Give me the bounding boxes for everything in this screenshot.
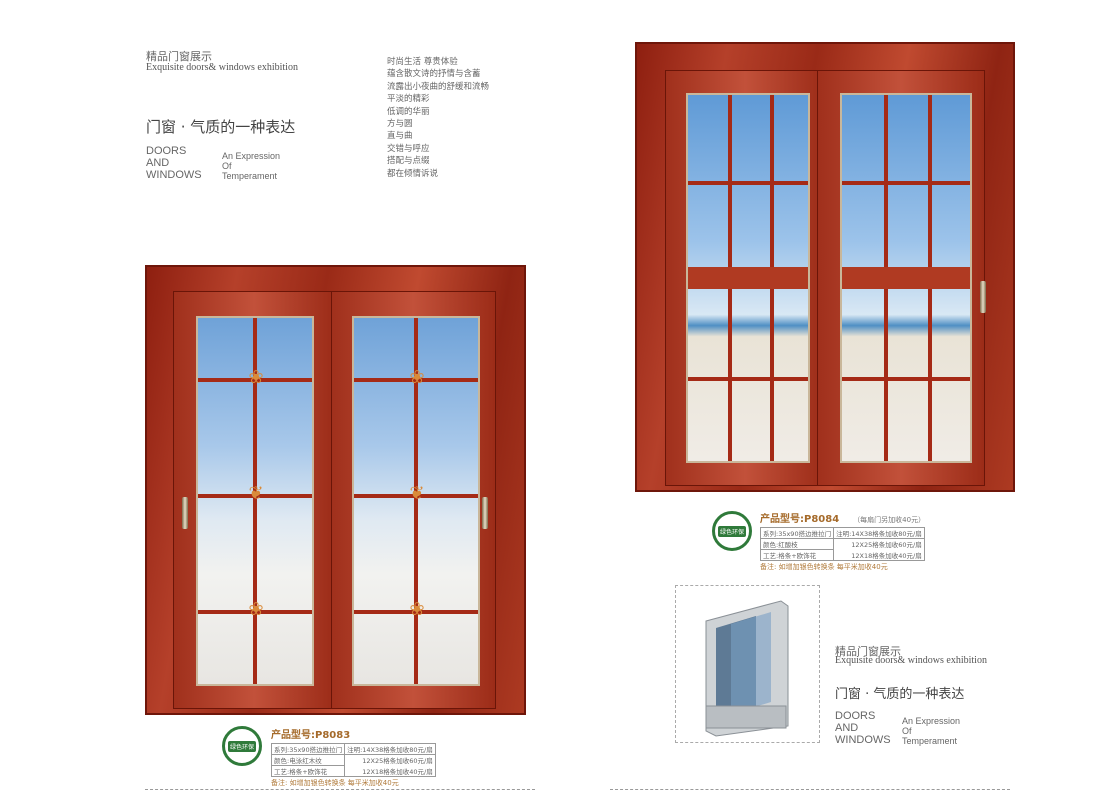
spec-remark: 备注: 如增加银色转换条 每平米加收40元 [760, 563, 888, 571]
ornament-icon: ❦ [248, 483, 264, 504]
spec-note: 注明:14X38格条加收80元/扇 [344, 743, 436, 755]
doors-and-windows-label: DOORS AND WINDOWS [835, 710, 891, 746]
door-image-p8083: ❀ ❦ ❀ ❀ ❦ ❀ [145, 265, 526, 715]
spec-note: 12X25格条加收60元/扇 [344, 754, 436, 766]
ornament-icon: ❀ [409, 599, 425, 620]
spec-p8083: 产品型号:P8083 系列:35x90搭边推拉门注明:14X38格条加收80元/… [270, 723, 436, 788]
catalog-title-cn: 精品门窗展示 [835, 645, 901, 658]
poem-line: 直与曲 [387, 131, 413, 142]
poem-line: 交错与呼应 [387, 143, 430, 154]
spec-p8084: 产品型号:P8084 （每扇门另加收40元） 系列:35x90搭边推拉门注明:14… [759, 507, 926, 572]
product-extra-note: （每扇门另加收40元） [853, 516, 926, 524]
door-sash-right [817, 70, 986, 486]
poem-line: 都在倾情诉说 [387, 168, 439, 179]
catalog-title-en: Exquisite doors& windows exhibition [146, 62, 298, 73]
door-sash-left: ❀ ❦ ❀ [173, 291, 335, 709]
expression-label: An Expression Of Temperament [902, 716, 960, 746]
divider [610, 789, 1010, 790]
windows-word: WINDOWS [146, 169, 202, 181]
slogan-cn: 门窗 · 气质的一种表达 [146, 118, 296, 136]
spec-note: 12X25格条加收60元/扇 [833, 538, 925, 550]
door-image-p8084 [635, 42, 1015, 492]
ornament-icon: ❀ [409, 367, 425, 388]
and-word: AND [835, 722, 859, 734]
expression-line: Of [902, 726, 912, 736]
door-handle [482, 497, 488, 529]
expression-line: Of [222, 161, 232, 171]
poem-line: 低调的华丽 [387, 106, 430, 117]
green-eco-seal-icon: 绿色环保 [712, 511, 752, 551]
poem-line: 搭配与点缀 [387, 156, 430, 167]
spec-remark: 备注: 如增加银色转换条 每平米加收40元 [271, 779, 399, 787]
catalog-title-cn: 精品门窗展示 [146, 50, 212, 63]
door-handle [980, 281, 986, 313]
door-sash-right: ❀ ❦ ❀ [331, 291, 496, 709]
profile-section-image [675, 585, 820, 743]
product-model: 产品型号:P8084 [760, 514, 840, 525]
poem-line: 蕴含散文诗的抒情与含蓄 [387, 69, 481, 80]
expression-line: An Expression [222, 151, 281, 161]
door-glass [840, 93, 972, 463]
ornament-icon: ❦ [409, 483, 425, 504]
ornament-icon: ❀ [248, 367, 264, 388]
spec-craft: 工艺:格条+欧饰花 [270, 765, 346, 777]
divider [145, 789, 535, 790]
catalog-title-en: Exquisite doors& windows exhibition [835, 655, 987, 666]
aluminum-profile-icon [705, 600, 789, 737]
windows-word: WINDOWS [835, 734, 891, 746]
door-sash-left [665, 70, 825, 486]
spec-note: 12X18格条加收40元/扇 [344, 765, 436, 777]
expression-line: An Expression [902, 716, 961, 726]
spec-note: 12X18格条加收40元/扇 [833, 549, 925, 561]
green-eco-seal-icon: 绿色环保 [222, 726, 262, 766]
spec-color: 颜色:电泳红木纹 [270, 754, 346, 766]
poem-line: 时尚生活 尊贵体验 [387, 57, 458, 67]
product-model: 产品型号:P8083 [271, 730, 351, 741]
door-glass: ❀ ❦ ❀ [196, 316, 314, 686]
door-glass [686, 93, 810, 463]
seal-text: 绿色环保 [717, 525, 746, 537]
slogan-cn: 门窗 · 气质的一种表达 [835, 687, 965, 702]
spec-craft: 工艺:格条+欧饰花 [759, 549, 835, 561]
doors-word: DOORS [146, 145, 187, 157]
expression-label: An Expression Of Temperament [222, 151, 280, 181]
ornament-icon: ❀ [248, 599, 264, 620]
doors-word: DOORS [835, 710, 876, 722]
door-glass: ❀ ❦ ❀ [352, 316, 480, 686]
doors-and-windows-label: DOORS AND WINDOWS [146, 145, 202, 181]
spec-series: 系列:35x90搭边推拉门 [270, 743, 346, 755]
expression-line: Temperament [222, 171, 278, 181]
and-word: AND [146, 157, 170, 169]
spec-series: 系列:35x90搭边推拉门 [759, 527, 835, 539]
poem-line: 平淡的精彩 [387, 94, 430, 105]
expression-line: Temperament [902, 736, 958, 746]
spec-color: 颜色:红酸枝 [759, 538, 835, 550]
poem-line: 方与圆 [387, 119, 413, 130]
poem-text: 时尚生活 尊贵体验 蕴含散文诗的抒情与含蓄 流露出小夜曲的舒缓和流畅 平淡的精彩… [387, 56, 489, 180]
seal-text: 绿色环保 [227, 740, 256, 752]
poem-line: 流露出小夜曲的舒缓和流畅 [387, 81, 490, 92]
door-handle [182, 497, 188, 529]
spec-note: 注明:14X38格条加收80元/扇 [833, 527, 925, 539]
